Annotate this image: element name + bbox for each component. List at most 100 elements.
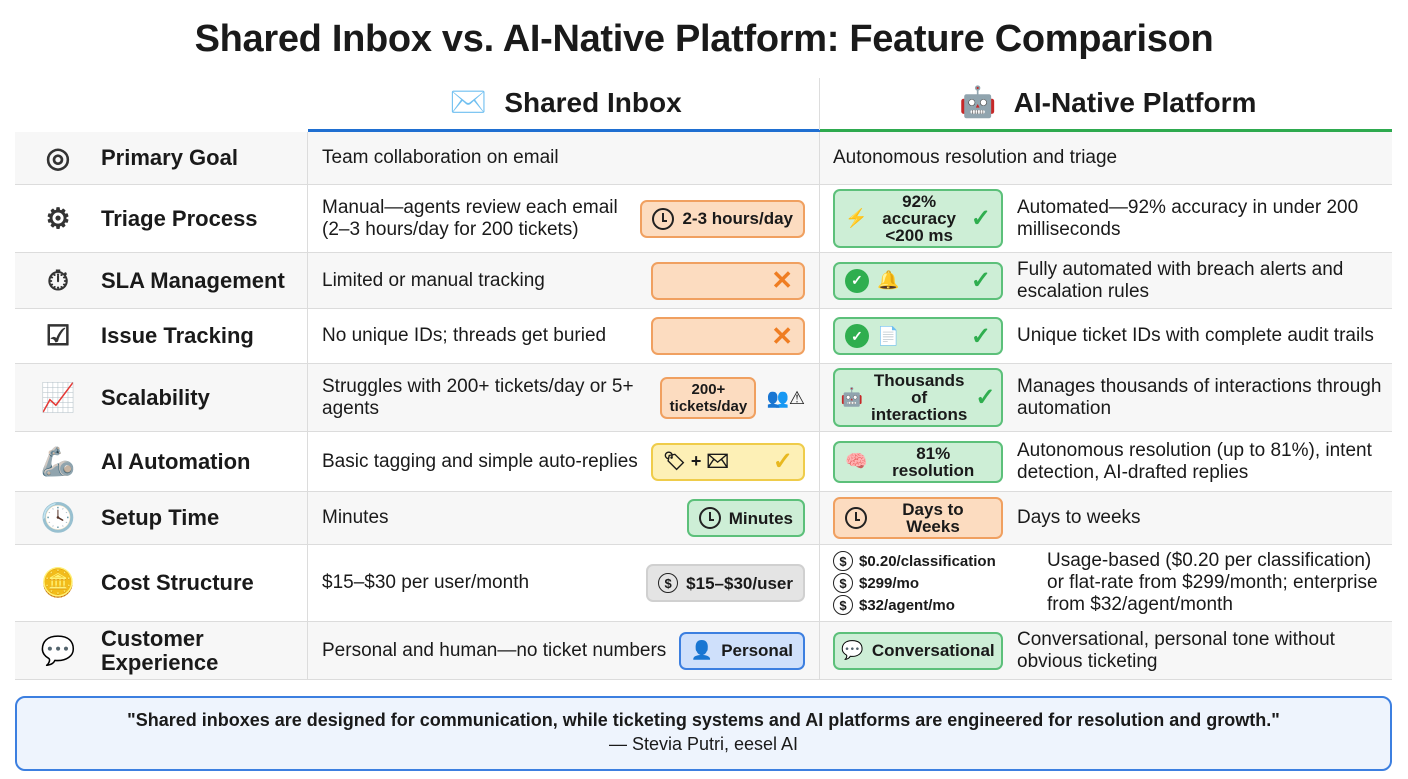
- row-label: 🦾AI Automation: [15, 432, 308, 491]
- table-row: ⚙Triage Process Manual—agents review each…: [15, 185, 1392, 253]
- row-label: 📈Scalability: [15, 364, 308, 431]
- badge-group: 200+ tickets/day👥⚠: [660, 376, 805, 419]
- shared-inbox-text: Manual—agents review each email (2–3 hou…: [322, 196, 618, 240]
- ai-native-text: Autonomous resolution and triage: [833, 147, 1118, 168]
- badge-group: 2-3 hours/day: [640, 199, 805, 238]
- ai-native-cell: ⚡92% accuracy <200 ms✓Automated—92% accu…: [820, 185, 1392, 252]
- bell-alert-icon: 🔔: [877, 270, 900, 290]
- cross-icon: ✕: [771, 265, 793, 295]
- ai-native-cell: ✓📄✓Unique ticket IDs with complete audit…: [820, 309, 1392, 363]
- stopwatch-warning-icon: ⏱: [47, 264, 69, 296]
- ai-native-cell: 🧠81% resolution Autonomous resolution (up…: [820, 432, 1392, 491]
- ai-native-text: Unique ticket IDs with complete audit tr…: [1017, 325, 1374, 346]
- robot-icon: 🤖: [840, 387, 863, 407]
- badge-group: Minutes: [686, 499, 805, 537]
- row-label-text: Primary Goal: [101, 145, 238, 170]
- growth-chart-icon: 📈: [40, 381, 76, 413]
- shared-inbox-cell: Struggles with 200+ tickets/day or 5+ ag…: [308, 364, 820, 431]
- ai-native-cell: 🤖Thousands of interactions✓Manages thous…: [820, 364, 1392, 431]
- status-badge: 🏷 + ✉✓: [651, 442, 805, 481]
- users-warning-icon: 👥⚠: [766, 387, 805, 408]
- column-headers: ✉️ Shared Inbox 🤖 AI-Native Platform: [15, 76, 1392, 132]
- badge-group: ✕: [651, 261, 805, 300]
- column-header-shared-inbox: ✉️ Shared Inbox: [308, 76, 820, 132]
- badge-text: 92% accuracy <200 ms: [882, 192, 957, 245]
- header-divider: [819, 78, 820, 130]
- status-badge: $ $15–$30/user: [646, 564, 805, 602]
- check-icon: ✓: [970, 322, 991, 350]
- status-badge: Days to Weeks: [833, 497, 1003, 539]
- row-label-text: Issue Tracking: [101, 323, 254, 348]
- pricing-item: $$0.20/classification: [833, 551, 1033, 571]
- ai-native-cell: Autonomous resolution and triage: [820, 132, 1392, 184]
- brain-icon: 🧠: [845, 451, 868, 471]
- shared-inbox-cell: Manual—agents review each email (2–3 hou…: [308, 185, 820, 252]
- row-label: ⚙Triage Process: [15, 185, 308, 252]
- badge-text: $15–$30/user: [686, 573, 793, 593]
- dollar-icon: $: [833, 595, 853, 615]
- status-badge: 👤 Personal: [678, 631, 805, 670]
- cross-icon: ✕: [771, 320, 793, 351]
- shared-inbox-text: Team collaboration on email: [322, 147, 559, 168]
- row-label-text: SLA Management: [101, 267, 285, 293]
- badge-text: Personal: [721, 641, 793, 660]
- shared-inbox-cell: Limited or manual tracking ✕: [308, 253, 820, 308]
- badge-text: 2-3 hours/day: [682, 209, 793, 228]
- clock-icon: [652, 207, 675, 230]
- shared-inbox-cell: Team collaboration on email: [308, 132, 820, 184]
- shared-inbox-cell: Personal and human—no ticket numbers 👤 Per…: [308, 622, 820, 679]
- status-badge: ✓ 🔔 ✓: [833, 261, 1003, 300]
- quote-box: "Shared inboxes are designed for communi…: [15, 696, 1392, 771]
- ai-native-text: Automated—92% accuracy in under 200 mill…: [1017, 196, 1359, 240]
- coins-icon: 🪙: [40, 567, 76, 598]
- pricing-list: $$0.20/classification$$299/mo$$32/agent/…: [833, 551, 1033, 615]
- row-label: ☑ Issue Tracking: [15, 309, 308, 363]
- lightning-clock-icon: ⚡: [845, 208, 868, 228]
- row-label: ⏱ SLA Management: [15, 253, 308, 308]
- document-flow-icon: 📄: [877, 325, 900, 346]
- chat-heart-icon: 💬: [40, 634, 76, 666]
- ai-native-text: Usage-based ($0.20 per classification) o…: [1047, 550, 1378, 615]
- quote-text: "Shared inboxes are designed for communi…: [127, 710, 1280, 730]
- checklist-search-icon: ☑: [45, 320, 71, 351]
- check-icon: ✓: [970, 267, 991, 294]
- row-label-text: Cost Structure: [101, 570, 254, 595]
- row-label-text: Triage Process: [101, 205, 258, 231]
- page-title: Shared Inbox vs. AI-Native Platform: Fea…: [194, 18, 1214, 60]
- shared-inbox-text: No unique IDs; threads get buried: [322, 325, 607, 346]
- status-badge: 💬Conversational: [833, 631, 1003, 670]
- ai-native-text: Conversational, personal tone without ob…: [1017, 628, 1335, 672]
- column-header-ai-native: 🤖 AI-Native Platform: [820, 76, 1392, 132]
- ai-native-text: Manages thousands of interactions throug…: [1017, 375, 1382, 419]
- shared-inbox-text: Limited or manual tracking: [322, 269, 545, 291]
- pricing-text: $32/agent/mo: [859, 596, 955, 614]
- column-title: AI-Native Platform: [1013, 86, 1257, 118]
- row-label: 💬Customer Experience: [15, 622, 308, 679]
- clock-icon: [698, 507, 721, 529]
- ai-native-text: Autonomous resolution (up to 81%), inten…: [1017, 439, 1372, 483]
- table-row: ☑ Issue Tracking No unique IDs; threads ge…: [15, 309, 1392, 364]
- shared-inbox-cell: No unique IDs; threads get buried ✕: [308, 309, 820, 363]
- status-badge: ✕: [651, 317, 805, 355]
- table-row: 🪙Cost Structure$15–$30 per user/month$$1…: [15, 545, 1392, 622]
- target-icon: ◎: [45, 142, 71, 173]
- shared-inbox-cell: Basic tagging and simple auto-replies🏷 +…: [308, 432, 820, 491]
- badge-group: 🏷 + ✉✓: [651, 442, 805, 481]
- clock-calendar-icon: 🕓: [40, 502, 76, 533]
- check-circle-icon: ✓: [845, 268, 869, 293]
- team-envelope-icon: ✉️: [449, 86, 487, 119]
- dollar-icon: $: [658, 573, 679, 593]
- person-icon: 👤: [690, 640, 714, 660]
- shared-inbox-text: Struggles with 200+ tickets/day or 5+ ag…: [322, 375, 634, 419]
- table-row: 📈Scalability Struggles with 200+ tickets/…: [15, 364, 1392, 432]
- status-badge: 🧠81% resolution: [833, 440, 1003, 483]
- table-row: ◎ Primary Goal Team collaboration on email…: [15, 132, 1392, 185]
- shared-inbox-text: Personal and human—no ticket numbers: [322, 639, 667, 661]
- tag-plus-mail-icon: 🏷 + ✉: [663, 451, 730, 471]
- table-row: ⏱ SLA Management Limited or manual trackin…: [15, 253, 1392, 309]
- badge-group: 👤 Personal: [678, 631, 805, 670]
- status-badge: ✕: [651, 261, 805, 300]
- row-label: 🪙 Cost Structure: [15, 545, 308, 621]
